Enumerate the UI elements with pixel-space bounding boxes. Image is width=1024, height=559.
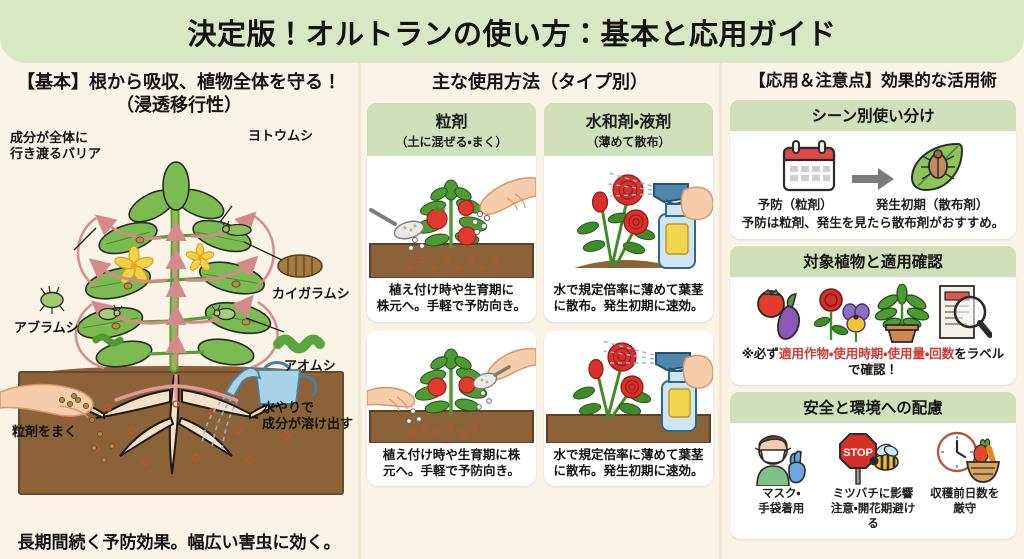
section-safety-body: STOP	[730, 423, 1016, 539]
safety-label-1: マスク・ 手袋着用	[758, 488, 805, 516]
target-caption: ※必ず適用作物・使用時期・使用量・回数をラベルで確認！	[736, 346, 1010, 379]
liquid-title: 水和剤・液剤	[585, 114, 672, 131]
plant-diagram: 成分が全体に 行き渡るバリア ヨトウムシ カイガラムシ アオムシ アブラムシ 粒…	[0, 118, 358, 503]
granule-title: 粒剤	[435, 114, 468, 131]
label-kaigaramushi: カイガラムシ	[272, 286, 350, 301]
tomato-granule-spoon-illustration	[369, 177, 536, 278]
safety-label-2: ミツバチに影響 注意・開花期避ける	[830, 488, 916, 531]
granule-caption-2: 植え付け時や生育期に株 元へ。手軽で予防向き。	[382, 447, 521, 478]
cautions-heading: 【応用＆注意点】効果的な活用術	[749, 72, 997, 90]
usage-heading: 主な使用方法（タイプ別）	[432, 72, 648, 92]
label-aomushi: アオムシ	[284, 358, 336, 373]
granule-caption-1: 植え付け時や生育期に 株元へ。手軽で予防向き。	[376, 283, 527, 314]
watering-can	[201, 361, 318, 451]
liquid-subtitle: （薄めて散布）	[586, 135, 671, 149]
target-caption-highlight: 適用作物・使用時期・使用量・回数	[778, 346, 955, 361]
scene-icon-row	[736, 136, 1010, 192]
panel-basics: 【基本】根から吸収、植物全体を守る！ （浸透移行性）	[0, 63, 358, 559]
section-scene-title: シーン別使い分け	[730, 100, 1016, 132]
label-watering: 水やりで 成分が溶け出す	[262, 400, 354, 432]
scene-caption: 予防は粒剤、発生を見たら散布剤がおすすめ。	[741, 216, 1005, 231]
plant-illustration	[0, 161, 325, 475]
safety-labels: マスク・ 手袋着用 ミツバチに影響 注意・開花期避ける 収穫前日数を 厳守	[736, 487, 1010, 532]
basics-footer: 長期間続く予防効果。幅広い害虫に効く。	[17, 533, 341, 552]
hand-granules	[0, 383, 115, 463]
clock-harvest-basket-icon	[936, 431, 1000, 484]
label-barrier: 成分が全体に 行き渡るバリア	[10, 130, 102, 162]
spray-bottle	[653, 183, 713, 269]
svg-text:STOP: STOP	[843, 447, 873, 459]
calendar-icon	[782, 140, 836, 192]
leaf-with-bug-icon	[910, 143, 964, 192]
spray-bottle-2	[655, 351, 713, 432]
granule-card-1: 植え付け時や生育期に 株元へ。手軽で予防向き。	[367, 156, 536, 322]
scene-sub-left: 予防（粒剤）	[757, 198, 833, 213]
scale-insect-figure	[277, 254, 323, 278]
granule-subtitle: （土に混ぜる・まく）	[395, 135, 508, 149]
label-magnifier-icon	[939, 284, 992, 339]
liquid-card-2: 水で規定倍率に薄めて葉茎 に散布。発生初期に速効。	[544, 330, 713, 486]
basics-heading-line2: （浸透移行性）	[116, 95, 242, 116]
section-scene-usage: シーン別使い分け	[730, 100, 1016, 239]
granule-art-1	[367, 156, 536, 278]
target-icon-row	[736, 282, 1010, 344]
granule-card-2: 植え付け時や生育期に株 元へ。手軽で予防向き。	[367, 330, 536, 486]
section-target-body: ※必ず適用作物・使用時期・使用量・回数をラベルで確認！	[730, 276, 1016, 386]
target-caption-suffix: をラベルで確認！	[847, 346, 1005, 377]
rose-pansy-icon	[814, 287, 870, 342]
tomato-two-hands-illustration	[367, 347, 536, 443]
liquid-header: 水和剤・液剤 （薄めて散布）	[544, 103, 713, 156]
label-aburamushi: アブラムシ	[14, 320, 79, 335]
rose-spray-illustration-2	[546, 339, 713, 443]
section-scene-body: 予防（粒剤） 発生初期（散布剤） 予防は粒剤、発生を見たら散布剤がおすすめ。	[730, 131, 1016, 239]
stop-sign-bee-icon: STOP	[838, 433, 899, 485]
section-target-plants: 対象植物と適用確認	[730, 245, 1016, 386]
panel-usage-methods: 主な使用方法（タイプ別） 粒剤 （土に混ぜる・まく）	[358, 63, 722, 559]
usage-type-granule: 粒剤 （土に混ぜる・まく）	[367, 103, 536, 486]
section-safety-title: 安全と環境への配慮	[730, 392, 1016, 424]
label-yotoumushi: ヨトウムシ	[248, 128, 314, 143]
label-granule-spread: 粒剤をまく	[12, 424, 78, 439]
liquid-art-2	[544, 330, 713, 443]
target-caption-prefix: ※必ず	[741, 346, 779, 361]
usage-type-grid: 粒剤 （土に混ぜる・まく）	[367, 103, 713, 486]
arrow-right-icon	[852, 168, 894, 191]
liquid-caption-1: 水で規定倍率に薄めて葉茎 に散布。発生初期に速効。	[553, 283, 704, 314]
usage-type-liquid: 水和剤・液剤 （薄めて散布）	[544, 103, 713, 486]
liquid-card-1: 水で規定倍率に薄めて葉茎 に散布。発生初期に速効。	[544, 156, 713, 322]
basics-heading-line1: 【基本】根から吸収、植物全体を守る！	[17, 72, 341, 92]
mask-gloves-person-icon	[755, 435, 807, 487]
potted-plant-icon	[874, 283, 930, 343]
scene-subcaptions: 予防（粒剤） 発生初期（散布剤）	[736, 194, 1010, 213]
safety-label-3: 収穫前日数を 厳守	[930, 488, 1000, 516]
aphid-figure	[39, 285, 65, 314]
tomato-eggplant-icon	[757, 288, 801, 340]
panel-application-cautions: 【応用＆注意点】効果的な活用術 シーン別使い分け	[722, 63, 1024, 559]
safety-icon-row: STOP	[736, 428, 1010, 487]
section-target-title: 対象植物と適用確認	[730, 245, 1016, 277]
green-caterpillar-figure	[273, 334, 325, 354]
scene-sub-right: 発生初期（散布剤）	[875, 198, 989, 213]
page-title: 決定版！オルトランの使い方：基本と応用ガイド	[187, 18, 837, 51]
basics-heading: 【基本】根から吸収、植物全体を守る！ （浸透移行性）	[0, 63, 358, 118]
content-columns: 【基本】根から吸収、植物全体を守る！ （浸透移行性）	[0, 63, 1024, 559]
rose-spray-illustration-1	[574, 171, 713, 269]
liquid-caption-2: 水で規定倍率に薄めて葉茎 に散布。発生初期に速効。	[553, 447, 704, 478]
granule-art-2	[367, 330, 536, 443]
page-header: 決定版！オルトランの使い方：基本と応用ガイド	[0, 0, 1024, 63]
granule-header: 粒剤 （土に混ぜる・まく）	[367, 103, 536, 156]
liquid-art-1	[544, 156, 713, 278]
section-safety: 安全と環境への配慮	[730, 392, 1016, 539]
